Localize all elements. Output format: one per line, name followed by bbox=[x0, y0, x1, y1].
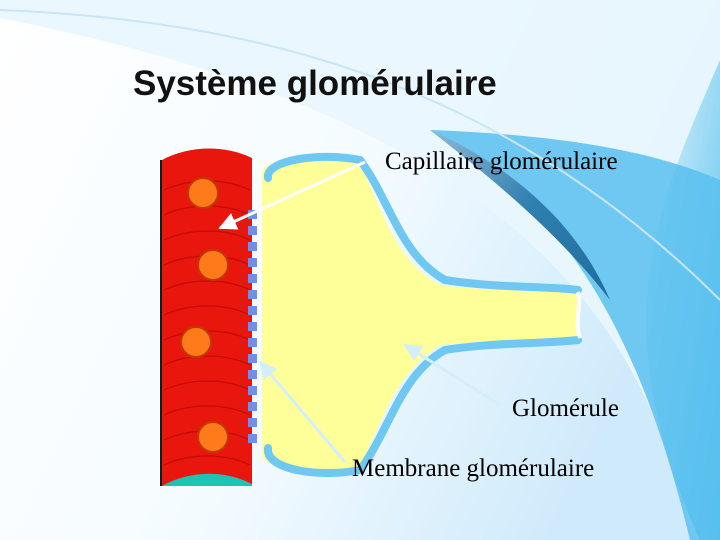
blood-cell bbox=[197, 421, 229, 453]
membrane-outer-bottom bbox=[264, 336, 582, 478]
arrow-glomerulus bbox=[403, 343, 501, 407]
blood-cell bbox=[197, 249, 229, 281]
blood-cells bbox=[180, 177, 229, 453]
page-title: Système glomérulaire bbox=[133, 64, 497, 103]
label-capillary: Capillaire glomérulaire bbox=[385, 148, 618, 175]
arrow-membrane bbox=[258, 360, 347, 463]
membrane-pores bbox=[248, 210, 257, 443]
label-glomerulus: Glomérule bbox=[512, 395, 619, 422]
decor-curve-line bbox=[0, 9, 720, 301]
capillary-lumen-bottom bbox=[162, 473, 252, 486]
membrane-outer bbox=[264, 152, 582, 294]
arrow-capillary bbox=[218, 160, 366, 230]
blood-cell bbox=[187, 177, 219, 209]
label-membrane: Membrane glomérulaire bbox=[352, 455, 595, 482]
glomerulus-body bbox=[262, 158, 578, 472]
decor-sweep-wide bbox=[430, 130, 720, 540]
blood-cell bbox=[180, 326, 212, 358]
membrane-outlet bbox=[575, 291, 582, 339]
